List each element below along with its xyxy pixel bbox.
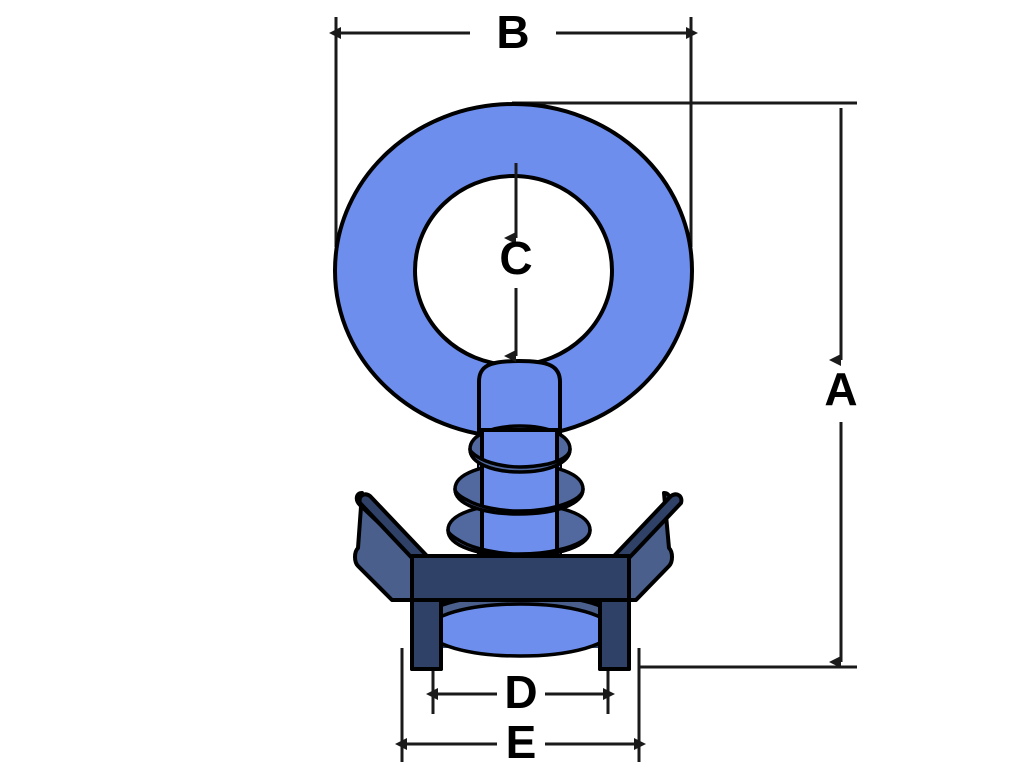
dimension-b: B [329, 6, 698, 58]
spring-coil-front-2 [453, 487, 585, 516]
washer-lower [426, 602, 614, 658]
bracket-legs-front [410, 554, 631, 671]
shank-front-face [480, 428, 559, 558]
dimension-c: C [499, 163, 533, 362]
dimension-label-e: E [506, 716, 537, 768]
dimension-lines-group: B A C D [329, 6, 858, 768]
part-assembly [333, 102, 694, 671]
dimension-label-c: C [499, 232, 532, 284]
dimension-a: A [824, 108, 858, 668]
compression-spring [446, 424, 592, 558]
dimension-d: D [426, 666, 615, 718]
dimension-label-b: B [496, 6, 529, 58]
spring-coil-front-1 [468, 447, 572, 474]
dimension-label-d: D [504, 666, 537, 718]
dimension-e: E [395, 716, 646, 768]
dimension-label-a: A [824, 363, 857, 415]
